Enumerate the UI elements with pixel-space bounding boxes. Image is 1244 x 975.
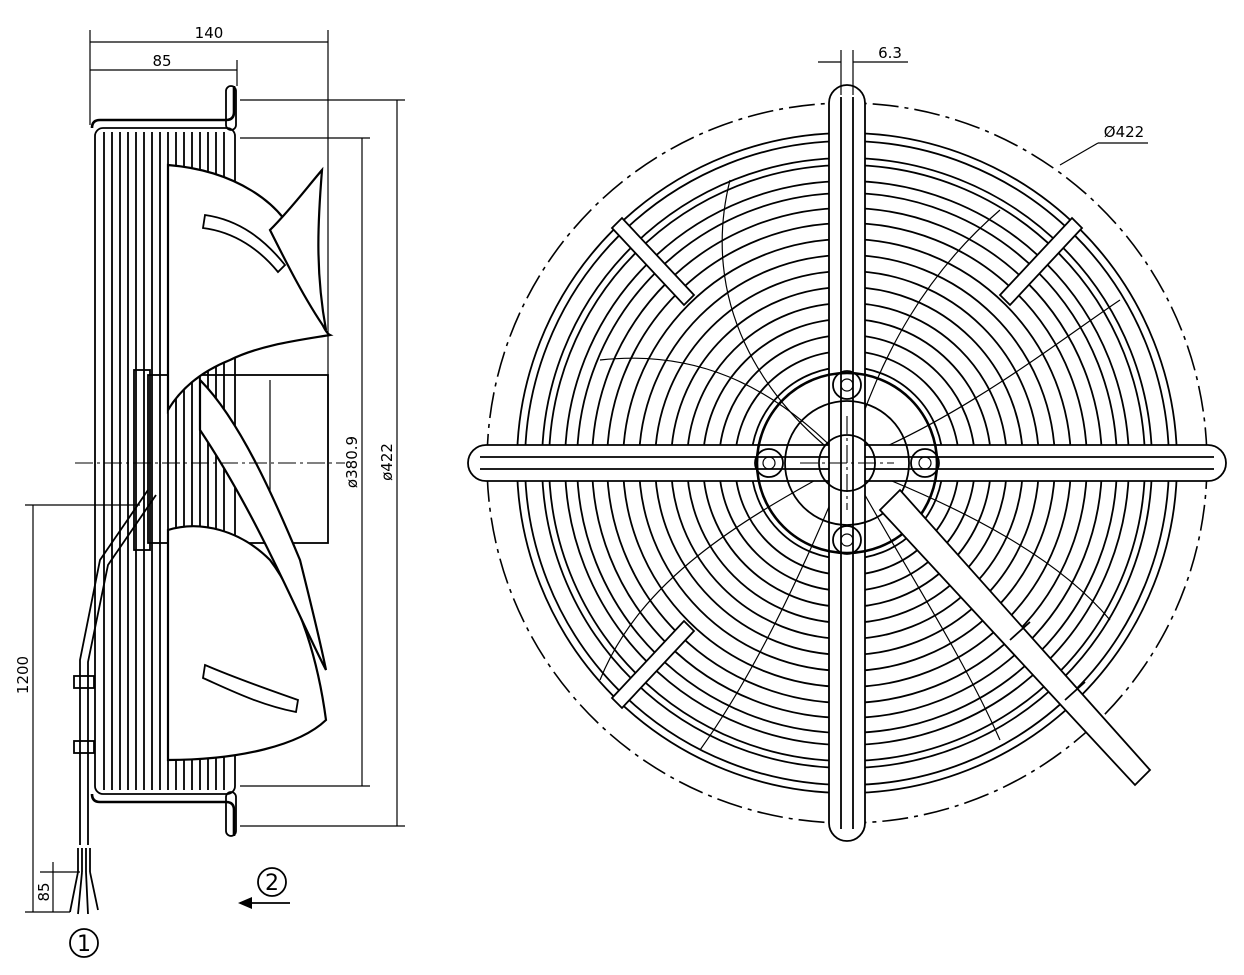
front-view: 6.3 Ø422 bbox=[467, 44, 1227, 842]
fan-blade-lower-tip bbox=[198, 377, 328, 671]
mounting-bolts bbox=[754, 370, 940, 555]
callout-airflow: 2 bbox=[238, 867, 290, 909]
fan-blade-lower bbox=[166, 525, 328, 762]
dim-cable-length: 1200 bbox=[14, 504, 140, 913]
dim-85-label: 85 bbox=[152, 52, 171, 70]
callout-cable: 1 bbox=[69, 928, 99, 958]
callout-cable-label: 1 bbox=[77, 932, 91, 957]
dim-outer-leader: Ø422 bbox=[1059, 123, 1148, 166]
dim-140-label: 140 bbox=[195, 24, 224, 42]
bolt-icon bbox=[910, 448, 940, 478]
mounting-foot-top bbox=[90, 85, 237, 131]
dim-1200-label: 1200 bbox=[14, 656, 32, 694]
motor-hub-front bbox=[755, 371, 939, 555]
power-cable-front bbox=[878, 488, 1152, 787]
bolt-icon bbox=[832, 370, 862, 400]
dim-mount-depth: 85 bbox=[90, 52, 238, 86]
blade-slot-upper bbox=[201, 213, 287, 274]
dim-diameters: ø380.9 ø422 bbox=[240, 99, 405, 827]
callout-airflow-label: 2 bbox=[265, 871, 279, 896]
airflow-arrow-icon bbox=[238, 897, 252, 909]
dim-422-label: ø422 bbox=[378, 443, 396, 481]
dim-85-strip-label: 85 bbox=[35, 882, 53, 901]
power-cable bbox=[69, 489, 157, 915]
dim-overall-depth: 140 bbox=[89, 24, 329, 460]
dim-380-label: ø380.9 bbox=[343, 436, 361, 488]
fan-blade-upper bbox=[166, 163, 334, 414]
dim-outer-label: Ø422 bbox=[1104, 123, 1144, 141]
blade-slot-lower bbox=[202, 663, 300, 714]
dim-6-3-label: 6.3 bbox=[878, 44, 902, 62]
mounting-foot-bottom bbox=[90, 791, 237, 837]
fan-blade-upper-tip bbox=[268, 166, 328, 331]
dim-cable-strip: 85 bbox=[35, 862, 80, 912]
bolt-icon bbox=[754, 448, 784, 478]
dim-mount-slot: 6.3 bbox=[818, 44, 908, 95]
side-view: 140 85 ø380.9 ø422 1200 bbox=[14, 24, 405, 958]
bolt-icon bbox=[832, 525, 862, 555]
